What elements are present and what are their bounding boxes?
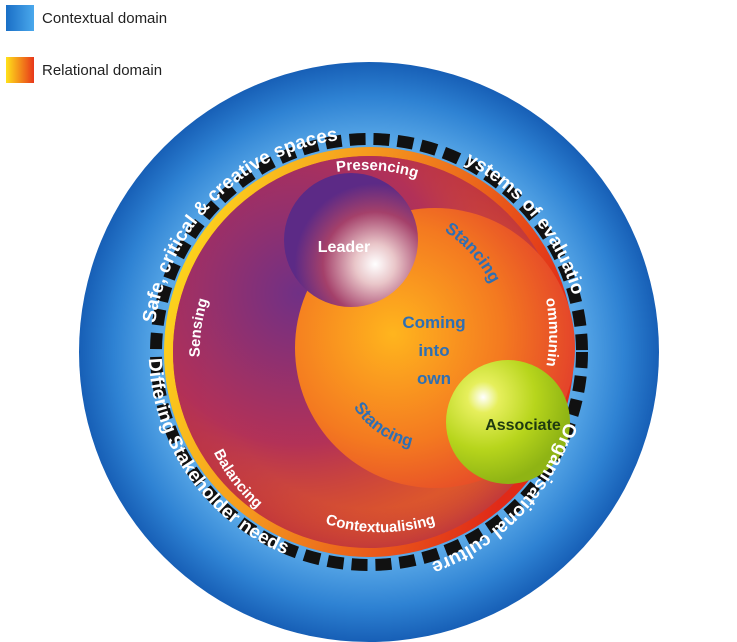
- leader-sphere: [284, 173, 418, 307]
- core-label-line-3: own: [417, 369, 451, 388]
- legend-item-contextual: Contextual domain: [6, 4, 167, 32]
- leader-label: Leader: [318, 239, 370, 256]
- core-label-line-2: into: [418, 341, 449, 360]
- legend-label: Contextual domain: [42, 9, 168, 27]
- relational-swatch: [6, 57, 34, 83]
- legend-item-relational: Relational domain: [6, 56, 162, 84]
- associate-label: Associate: [485, 417, 561, 434]
- associate-sphere: [446, 360, 570, 484]
- dashed-boundary: [150, 133, 588, 571]
- legend-label: Relational domain: [42, 61, 163, 79]
- core-label-line-1: Coming: [402, 313, 465, 332]
- contextual-swatch: [6, 5, 34, 31]
